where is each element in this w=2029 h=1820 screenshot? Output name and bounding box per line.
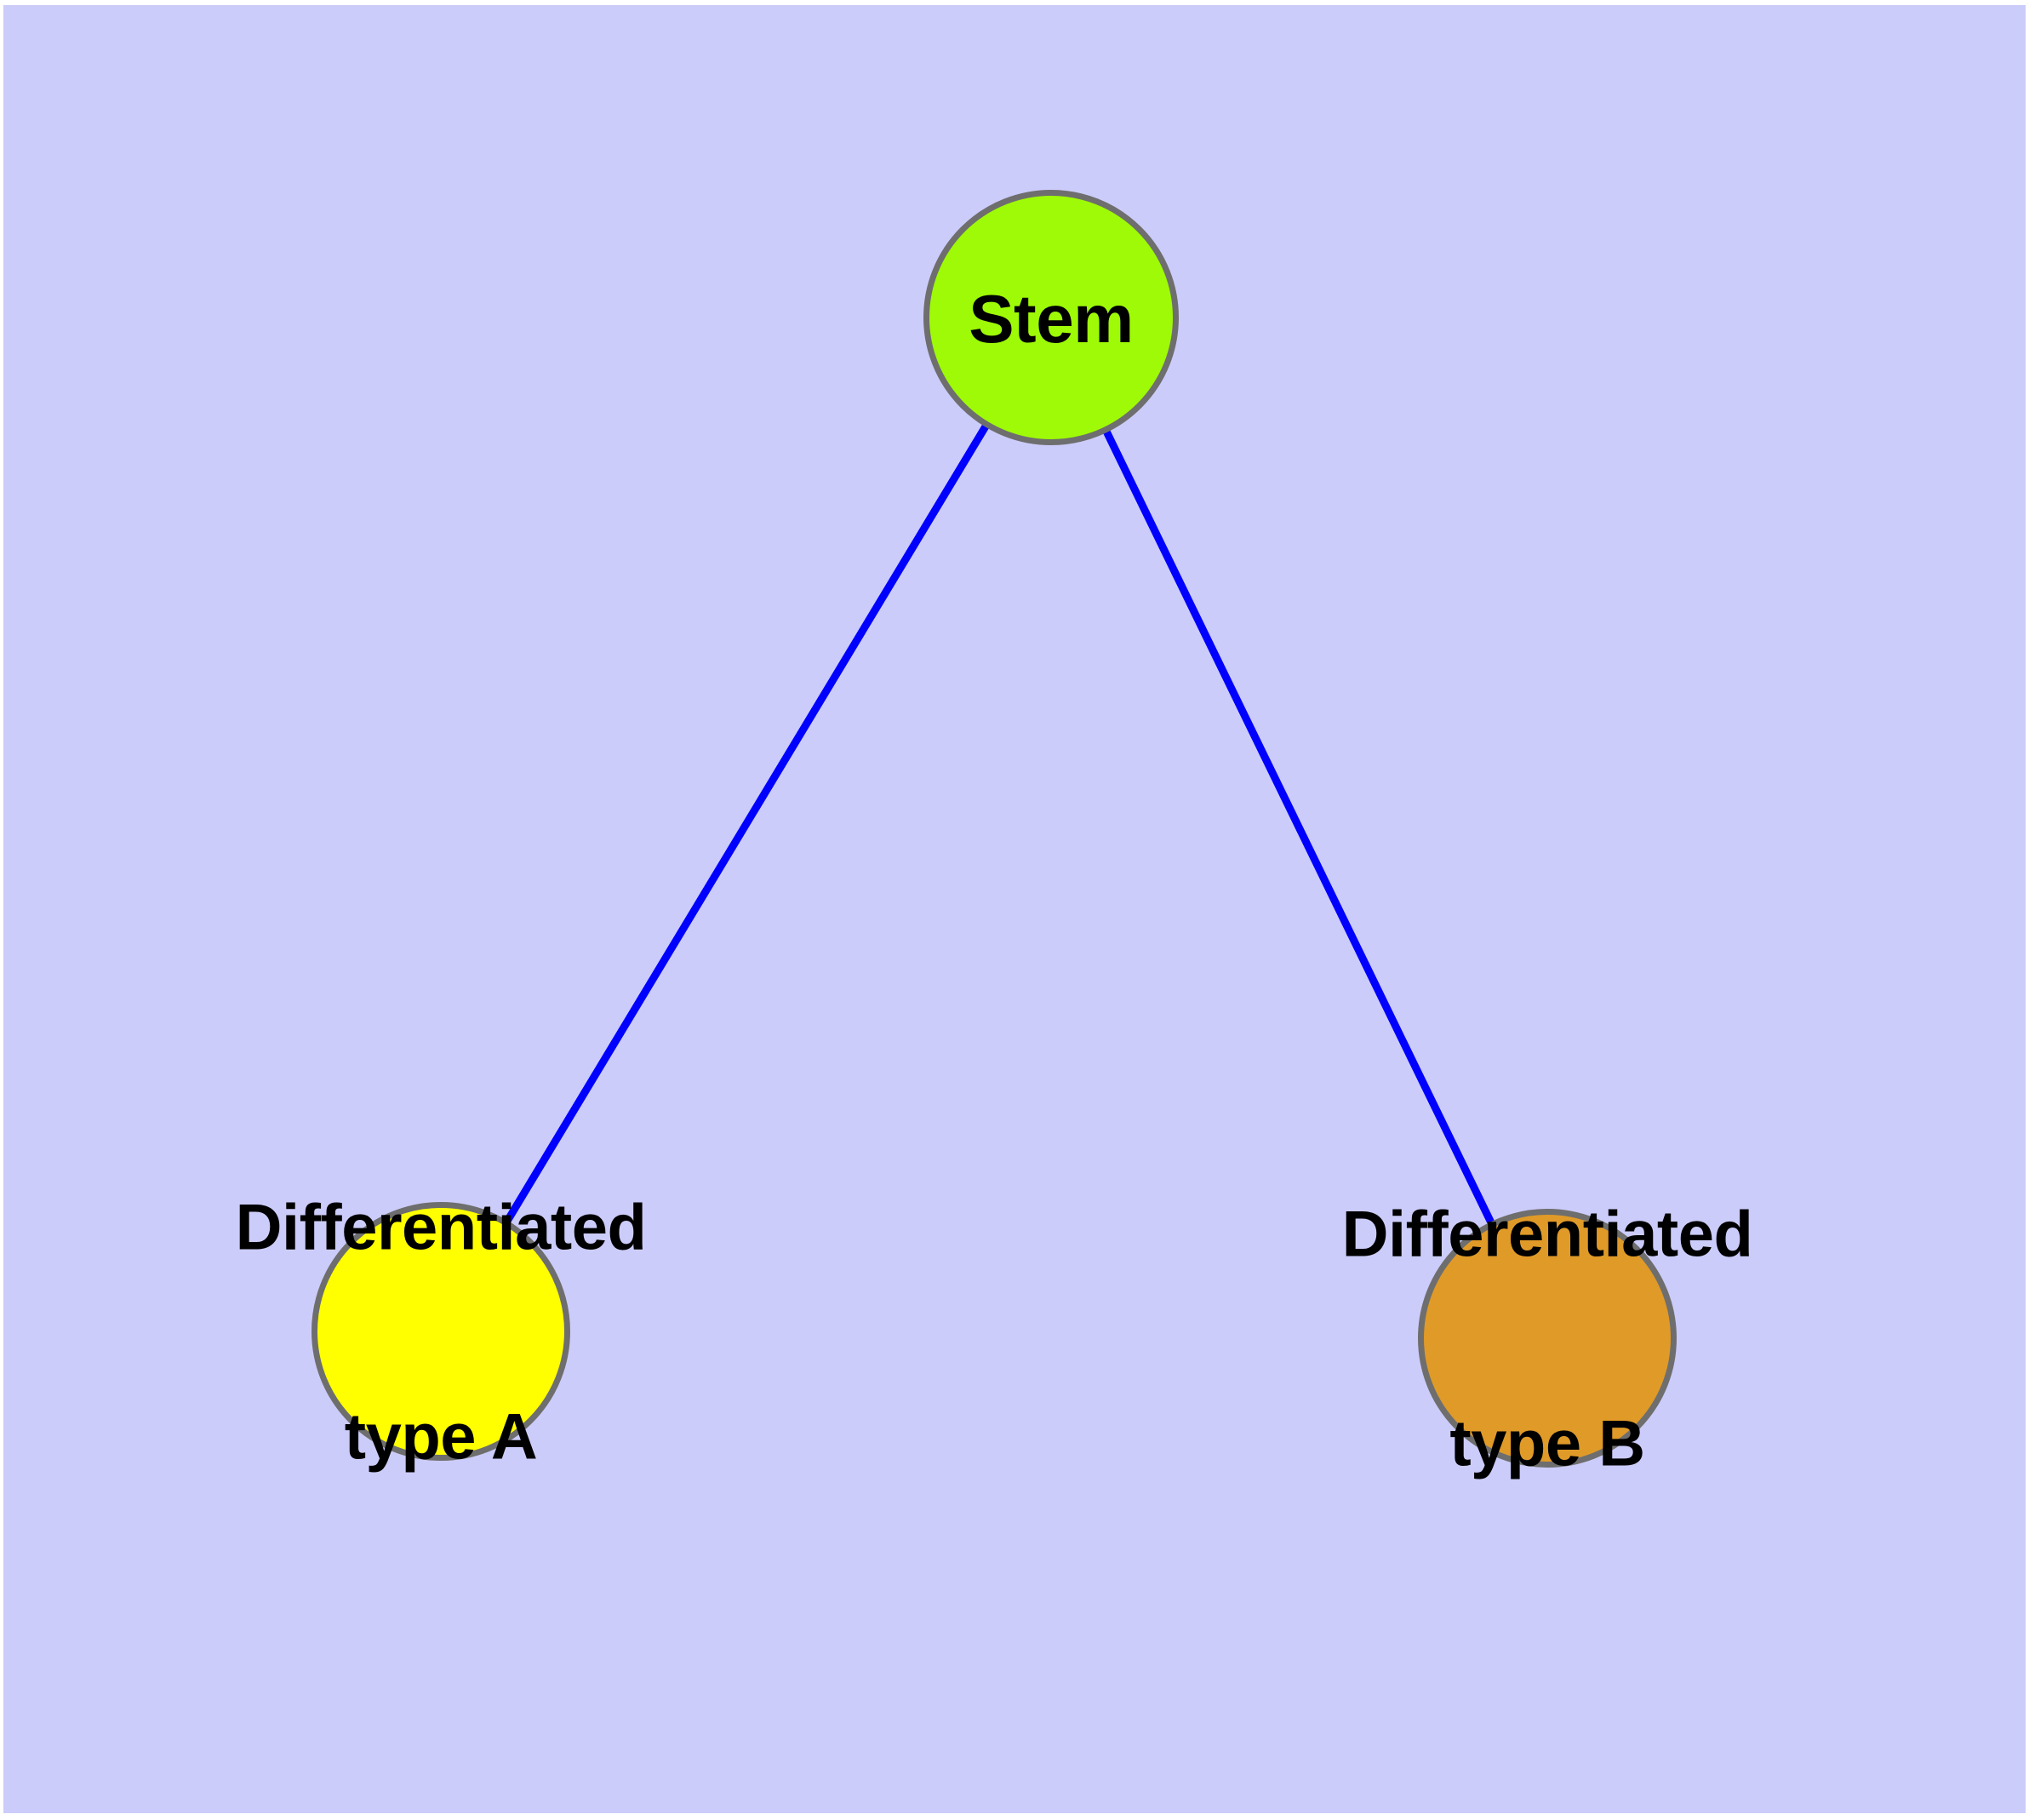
edge-layer [498,414,1500,1235]
node-differentiated-type-b[interactable] [1418,1209,1677,1468]
edge-stem-to-differentiated-type-a[interactable] [498,414,995,1233]
node-stem[interactable] [923,190,1179,445]
edge-stem-to-differentiated-type-b[interactable] [1098,419,1500,1235]
node-differentiated-type-a[interactable] [311,1202,570,1461]
node-layer [311,190,1677,1468]
